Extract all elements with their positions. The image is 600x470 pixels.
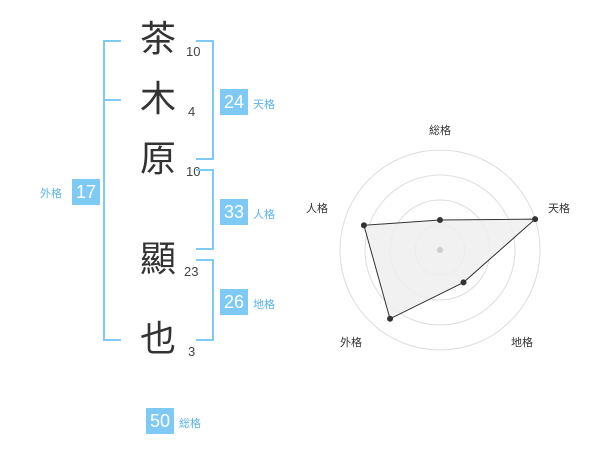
chikaku-value-badge: 26 (220, 289, 248, 315)
jinkaku-label: 人格 (253, 208, 275, 221)
stroke-count-2: 4 (188, 104, 196, 119)
jinkaku-bracket (196, 169, 214, 250)
radar-label-chikaku: 地格 (511, 335, 533, 349)
stroke-count-3: 10 (186, 164, 201, 179)
radar-center-dot (437, 247, 443, 253)
tenkaku-label: 天格 (253, 98, 275, 111)
gaikaku-label: 外格 (40, 187, 62, 200)
name-char-2: 木 (140, 79, 177, 120)
radar-label-soukaku: 総格 (429, 123, 451, 137)
radar-ring (364, 174, 516, 326)
chikaku-bracket (196, 259, 214, 341)
name-char-1: 茶 (140, 19, 177, 60)
radar-shape (363, 218, 537, 320)
tenkaku-bracket (196, 40, 214, 160)
radar-label-tenkaku: 天格 (548, 201, 570, 215)
radar-point-soukaku (437, 217, 443, 223)
stroke-count-4: 23 (184, 264, 199, 279)
radar-point-jinkaku (360, 222, 367, 229)
radar-point-tenkaku (532, 216, 539, 223)
radar-label-gaikaku: 外格 (340, 335, 362, 349)
stroke-count-1: 10 (186, 44, 201, 59)
jinkaku-value-badge: 33 (220, 199, 248, 225)
soukaku-value-badge: 50 (146, 408, 174, 434)
radar-points (360, 216, 539, 322)
radar-point-chikaku (460, 279, 467, 286)
gaikaku-bracket-mid-tick (103, 99, 121, 101)
stroke-count-5: 3 (188, 344, 196, 359)
gaikaku-value-badge: 17 (72, 179, 100, 205)
name-char-3: 原 (140, 139, 177, 180)
tenkaku-value-badge: 24 (220, 89, 248, 115)
radar-ring (339, 149, 541, 351)
radar-point-gaikaku (387, 315, 394, 322)
name-char-4: 顯 (140, 239, 177, 280)
soukaku-label: 総格 (179, 417, 201, 430)
name-char-5: 也 (140, 319, 177, 360)
radar-label-jinkaku: 人格 (306, 201, 328, 215)
gaikaku-bracket (103, 40, 121, 341)
chikaku-label: 地格 (253, 298, 275, 311)
